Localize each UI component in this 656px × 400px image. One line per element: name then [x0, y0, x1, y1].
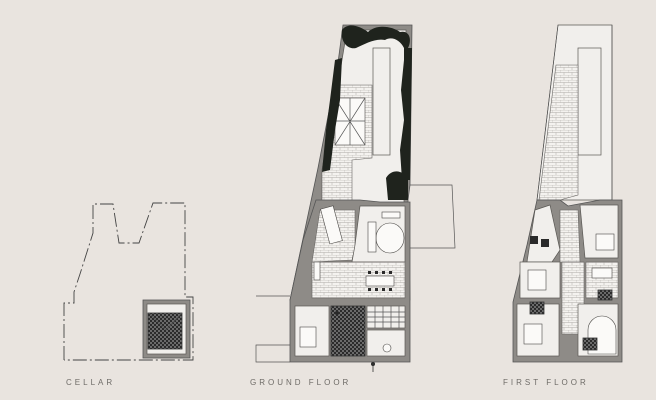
first-bed-mid — [527, 269, 547, 291]
first-bed-front — [523, 323, 543, 345]
living-rug — [375, 222, 405, 254]
first-roof-terrace — [538, 64, 579, 201]
kitchen-counter — [320, 205, 343, 245]
dining-table — [365, 275, 395, 287]
ground-floor-plan — [255, 24, 456, 372]
garden-pond — [372, 47, 391, 156]
cellar-plan — [63, 202, 194, 361]
first-landing — [559, 209, 581, 263]
first-floor-plan — [512, 24, 623, 363]
first-floor-label: FIRST FLOOR — [503, 378, 589, 387]
first-rooflight — [577, 47, 602, 156]
cellar-label: CELLAR — [66, 378, 116, 387]
living-sofa — [367, 221, 377, 253]
cellar-outline — [63, 202, 194, 361]
ground-floor-label: GROUND FLOOR — [250, 378, 352, 387]
first-bedroom-rear-left — [526, 204, 561, 263]
entrance-marker — [335, 311, 339, 315]
ground-bed — [299, 326, 317, 348]
garden-hedge — [341, 25, 410, 49]
first-bed-rear-right — [595, 233, 615, 251]
neighbour-boundary-right — [410, 184, 456, 249]
